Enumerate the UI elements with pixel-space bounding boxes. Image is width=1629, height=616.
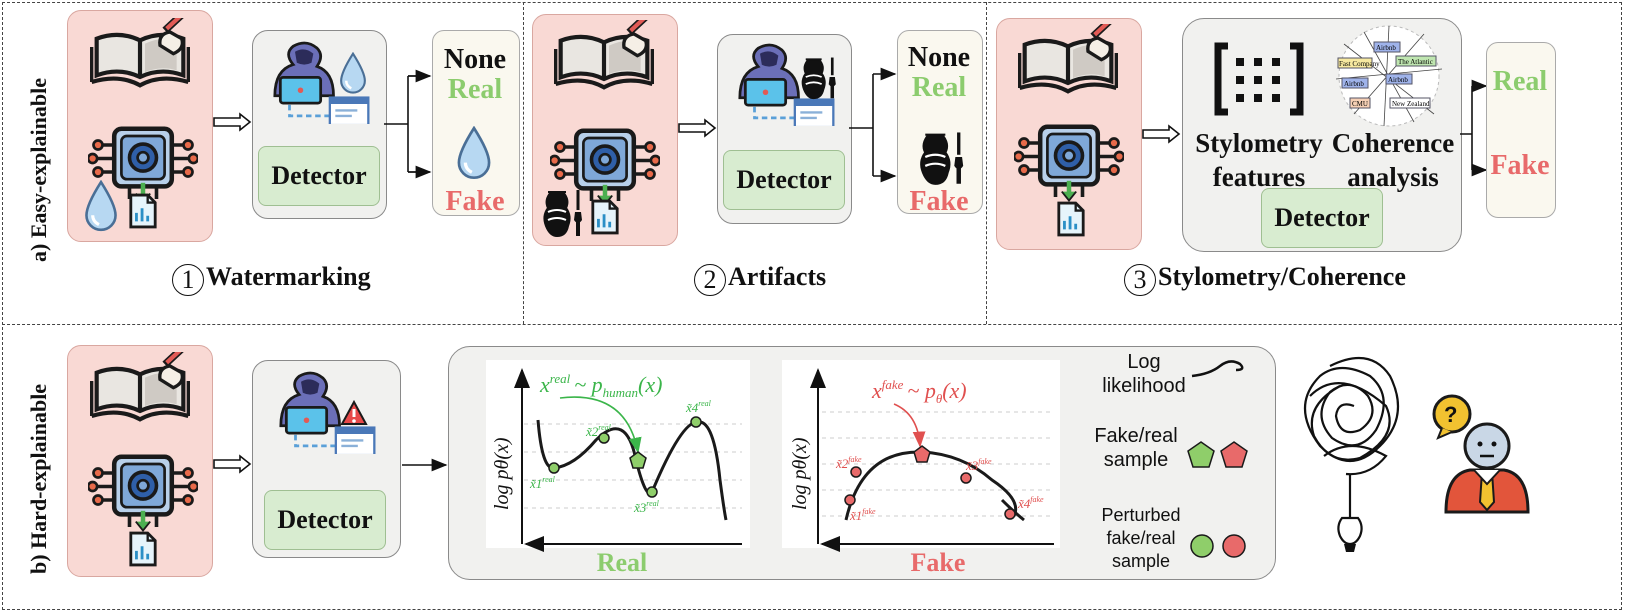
svg-text:x̃2fake: x̃2fake bbox=[835, 455, 862, 471]
graph-node: Airbnb bbox=[1388, 76, 1408, 84]
watermark-drop-icon bbox=[336, 52, 370, 96]
branch-arrows bbox=[384, 69, 432, 179]
svg-text:x̃3real: x̃3real bbox=[633, 499, 660, 515]
output-box-watermark bbox=[432, 30, 520, 216]
section-title: Artifacts bbox=[728, 262, 827, 291]
real-likelihood-plot: x̃1real x̃2real x̃3real x̃4real xreal~ p… bbox=[491, 368, 742, 552]
real-plot-area bbox=[486, 360, 750, 548]
detector-button-hard[interactable]: Detector bbox=[264, 490, 386, 550]
flow-arrow bbox=[402, 458, 448, 472]
chip-icon bbox=[1014, 116, 1124, 206]
svg-text:x̃4fake: x̃4fake bbox=[1017, 495, 1044, 511]
legend-circle-swatches bbox=[1190, 534, 1246, 558]
book-icon bbox=[554, 20, 654, 98]
hollow-arrow bbox=[1142, 124, 1181, 144]
fake-plot-caption: Fake bbox=[910, 548, 966, 577]
fake-plot-ylabel: log pθ(x) bbox=[789, 437, 811, 510]
output-real: Real bbox=[911, 72, 967, 103]
hollow-arrow bbox=[213, 454, 252, 474]
branch-arrows bbox=[849, 67, 897, 183]
output-fake: Fake bbox=[909, 186, 969, 217]
svg-text:x̃4real: x̃4real bbox=[685, 399, 712, 415]
section-title: Stylometry/Coherence bbox=[1158, 262, 1406, 291]
section-title: Watermarking bbox=[206, 262, 371, 291]
detector-button-watermark[interactable]: Detector bbox=[258, 146, 380, 206]
detector-button-stylometry[interactable]: Detector bbox=[1261, 188, 1383, 248]
svg-text:xreal~ phuman(x): xreal~ phuman(x) bbox=[539, 371, 662, 400]
row-b-label: b) Hard-explainable bbox=[26, 383, 51, 574]
output-box-stylometry bbox=[1486, 42, 1556, 218]
output-fake: Fake bbox=[445, 186, 505, 217]
output-real: Real bbox=[447, 74, 503, 105]
coherence-graph: Airbnb Fast Company The Atlantic Airbnb … bbox=[1335, 25, 1443, 127]
real-plot-ylabel: log pθ(x) bbox=[491, 437, 513, 510]
graph-node: Fast Company bbox=[1339, 60, 1380, 68]
artifact-vase-icon bbox=[798, 54, 840, 100]
document-icon bbox=[1056, 200, 1086, 238]
feature-matrix-icon bbox=[1214, 42, 1304, 116]
section-divider-1 bbox=[523, 2, 524, 324]
real-plot-caption: Real bbox=[596, 548, 648, 577]
document-icon bbox=[590, 198, 620, 236]
graph-node: Airbnb bbox=[1376, 44, 1396, 52]
graph-node: CMU bbox=[1352, 100, 1368, 108]
svg-text:x̃1fake: x̃1fake bbox=[849, 507, 876, 523]
warning-icon bbox=[340, 399, 368, 425]
branch-arrows bbox=[1460, 79, 1488, 177]
fake-likelihood-plot: x̃1fake x̃2fake x̃3fake x̃4fake xfake~ p… bbox=[789, 368, 1054, 552]
svg-text:x̃3fake: x̃3fake bbox=[965, 457, 992, 473]
svg-text:x̃2real: x̃2real bbox=[585, 423, 612, 439]
graph-node: New Zealand bbox=[1392, 100, 1430, 108]
question-mark: ? bbox=[1444, 402, 1457, 427]
artifact-vase-icon bbox=[914, 128, 970, 186]
svg-text:xfake~ pθ(x): xfake~ pθ(x) bbox=[871, 377, 967, 406]
document-icon bbox=[128, 530, 158, 568]
document-icon bbox=[128, 192, 158, 230]
graph-node: The Atlantic bbox=[1398, 58, 1433, 66]
confused-person-icon: ? bbox=[1432, 394, 1530, 514]
output-real: Real bbox=[1492, 66, 1548, 97]
output-none: None bbox=[907, 42, 971, 73]
artifact-vase-icon bbox=[540, 186, 586, 238]
legend-pentagon-swatches bbox=[1187, 441, 1248, 468]
row-a-label: a) Easy-explainable bbox=[26, 78, 51, 262]
detector-button-artifacts[interactable]: Detector bbox=[723, 150, 845, 210]
section-divider-2 bbox=[986, 2, 987, 324]
book-icon bbox=[90, 352, 190, 430]
watermark-drop-icon bbox=[452, 126, 496, 182]
watermark-drop-icon bbox=[80, 180, 122, 234]
hollow-arrow bbox=[213, 112, 252, 132]
row-divider bbox=[2, 324, 1622, 325]
output-fake: Fake bbox=[1490, 150, 1550, 181]
book-icon bbox=[1018, 24, 1118, 102]
section-number: 1 bbox=[172, 264, 204, 296]
output-none: None bbox=[443, 44, 507, 75]
hollow-arrow bbox=[678, 118, 717, 138]
svg-text:x̃1real: x̃1real bbox=[529, 475, 556, 491]
section-number: 3 bbox=[1124, 264, 1156, 296]
chip-icon bbox=[88, 446, 198, 536]
graph-node: Airbnb bbox=[1344, 80, 1364, 88]
legend-curve-swatch bbox=[1191, 360, 1244, 378]
tangled-lightbulb-icon bbox=[1303, 356, 1400, 552]
book-icon bbox=[90, 18, 190, 96]
section-number: 2 bbox=[694, 264, 726, 296]
